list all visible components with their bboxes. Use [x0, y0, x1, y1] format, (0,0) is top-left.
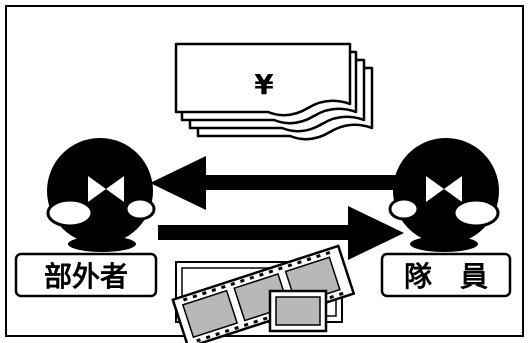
yen-symbol: ¥	[254, 68, 274, 101]
arrow-right	[158, 206, 404, 260]
right-person-icon	[388, 138, 500, 252]
left-label: 部外者	[44, 260, 128, 293]
right-label: 隊 員	[404, 260, 488, 293]
film-and-photos-icon	[171, 244, 356, 343]
arrow-left	[150, 156, 402, 210]
left-label-box: 部外者	[14, 252, 158, 298]
banknote-stack-icon: ¥	[174, 42, 374, 141]
right-label-box: 隊 員	[380, 252, 512, 298]
left-person-icon	[46, 138, 156, 252]
